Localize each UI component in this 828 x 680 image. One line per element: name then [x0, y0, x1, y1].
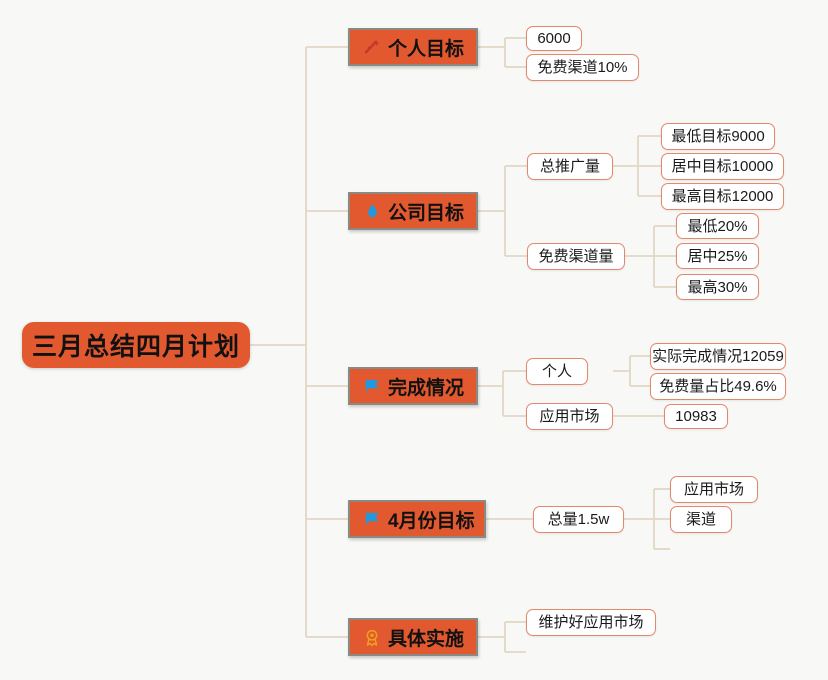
leaf-label: 居中25%	[687, 247, 748, 265]
leaf-node[interactable]: 实际完成情况12059	[650, 343, 786, 370]
leaf-node[interactable]: 应用市场	[670, 476, 758, 503]
leaf-label: 最高30%	[687, 278, 748, 296]
branch-label-personal-goal: 个人目标	[388, 38, 465, 60]
branch-label-completion-status: 完成情况	[388, 377, 465, 399]
sub-branch-label: 个人	[541, 363, 572, 380]
sub-branch-label: 总量1.5w	[547, 511, 610, 528]
leaf-label: 6000	[537, 30, 571, 47]
leaf-node[interactable]: 最低20%	[676, 213, 759, 239]
root-node[interactable]: 三月总结四月计划	[22, 322, 250, 368]
root-label: 三月总结四月计划	[31, 333, 240, 361]
leaf-node[interactable]: 最低目标9000	[661, 123, 775, 150]
leaf-label: 10983	[675, 408, 717, 425]
flame-icon	[362, 201, 382, 221]
leaf-label: 最低目标9000	[671, 128, 765, 145]
sub-branch-node[interactable]: 总推广量	[527, 153, 613, 180]
leaf-label: 最高目标12000	[671, 188, 774, 205]
leaf-node[interactable]: 免费量占比49.6%	[650, 373, 786, 400]
leaf-node[interactable]: 居中目标10000	[661, 153, 784, 180]
branch-label-implementation: 具体实施	[388, 628, 465, 650]
leaf-node[interactable]: 6000	[526, 26, 582, 51]
sub-branch-label: 应用市场	[539, 408, 600, 425]
leaf-node[interactable]: 最高30%	[676, 274, 759, 300]
leaf-label: 最低20%	[687, 217, 748, 235]
flag-icon	[362, 376, 382, 396]
leaf-label: 维护好应用市场	[538, 614, 644, 631]
leaf-node[interactable]: 居中25%	[676, 243, 759, 269]
branch-label-april-goal: 4月份目标	[388, 510, 475, 532]
leaf-node[interactable]: 免费渠道10%	[526, 54, 639, 81]
sub-branch-label: 免费渠道量	[538, 248, 614, 265]
sub-branch-node[interactable]: 总量1.5w	[533, 506, 624, 533]
leaf-node[interactable]: 最高目标12000	[661, 183, 784, 210]
sparkle-icon	[362, 37, 382, 57]
sub-branch-label: 总推广量	[539, 158, 600, 175]
leaf-node[interactable]: 10983	[664, 404, 728, 429]
branch-node-april-goal[interactable]: 4月份目标	[348, 500, 486, 538]
leaf-label: 实际完成情况12059	[652, 348, 784, 365]
sub-branch-node[interactable]: 免费渠道量	[527, 243, 625, 270]
branch-node-company-goal[interactable]: 公司目标	[348, 192, 478, 230]
medal-icon	[362, 627, 382, 647]
leaf-label: 居中目标10000	[671, 158, 774, 175]
leaf-label: 免费量占比49.6%	[659, 378, 777, 395]
leaf-node[interactable]: 渠道	[670, 506, 732, 533]
sub-branch-node[interactable]: 个人	[526, 358, 588, 385]
branch-node-completion-status[interactable]: 完成情况	[348, 367, 478, 405]
branch-node-personal-goal[interactable]: 个人目标	[348, 28, 478, 66]
branch-label-company-goal: 公司目标	[388, 202, 465, 224]
sub-branch-node[interactable]: 应用市场	[526, 403, 613, 430]
leaf-node[interactable]: 维护好应用市场	[526, 609, 656, 636]
flag-icon	[362, 509, 382, 529]
leaf-label: 免费渠道10%	[537, 59, 628, 76]
leaf-label: 应用市场	[683, 481, 744, 498]
branch-node-implementation[interactable]: 具体实施	[348, 618, 478, 656]
leaf-label: 渠道	[685, 511, 716, 528]
